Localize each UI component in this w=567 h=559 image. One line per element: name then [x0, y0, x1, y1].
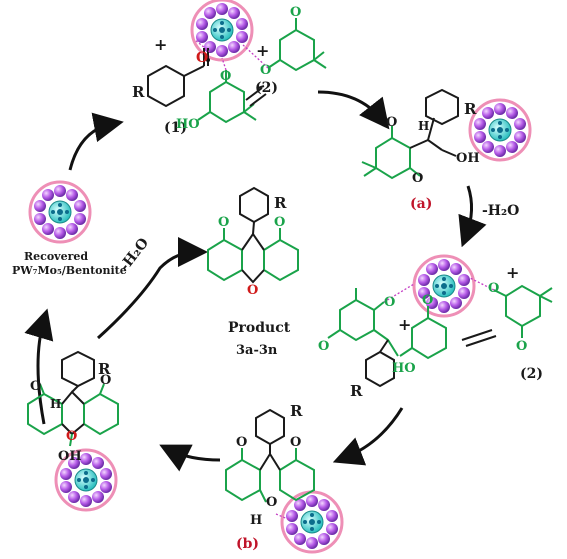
atom-o-c3: O — [66, 429, 77, 444]
catalyst-b — [280, 490, 344, 554]
plus-3: + — [398, 315, 411, 334]
reactant-1-structure — [147, 39, 211, 108]
label-recovered-catalyst: PW₇Mo₅/Bentonite — [12, 264, 127, 277]
atom-o-km3: O — [422, 293, 433, 308]
atom-h-a: H — [418, 119, 429, 133]
catalyst-recovered — [28, 180, 92, 244]
atom-o-p2: O — [274, 215, 285, 230]
cyclized-intermediate — [27, 350, 119, 447]
label-recovered: Recovered — [24, 250, 88, 263]
atom-o-c2: O — [100, 373, 111, 388]
atom-r-1: R — [132, 83, 145, 101]
atom-r-c: R — [98, 360, 111, 378]
label-intermediate-b: (b) — [236, 536, 259, 552]
label-minus-water-right: -H₂O — [482, 203, 519, 219]
intermediate-b-structure — [225, 408, 315, 521]
atom-ho-km: HO — [392, 361, 416, 376]
atom-o-a1: O — [386, 115, 397, 130]
equilibrium-arrow-top — [245, 85, 267, 107]
arrow-to-recovered — [24, 308, 54, 425]
atom-h-c: H — [50, 397, 61, 411]
plus-4: + — [506, 263, 519, 282]
label-product: Product — [228, 320, 291, 336]
atom-o-b1: O — [236, 435, 247, 450]
label-reactant-1: (1) — [164, 120, 187, 136]
atom-oh-a: OH — [456, 151, 480, 166]
arrow-to-reactant — [68, 112, 124, 171]
atom-o-c1: O — [30, 379, 41, 394]
atom-o-b3: O — [266, 495, 277, 510]
atom-ho-top: HO — [176, 117, 200, 132]
label-reactant-2-top: (2) — [255, 80, 278, 96]
product-structure — [207, 186, 299, 284]
dimedone-right — [469, 277, 553, 338]
atom-r-a: R — [464, 100, 477, 118]
arrow-to-product — [96, 237, 208, 340]
atom-o-enol-top: O — [220, 69, 231, 84]
atom-o-dim-top2: O — [260, 63, 271, 78]
atom-o-pyran: O — [247, 283, 258, 298]
atom-o-1: O — [196, 50, 208, 66]
atom-h-b: H — [250, 513, 262, 528]
atom-o-dim-r2: O — [516, 339, 527, 354]
atom-o-dim-r1: O — [488, 281, 499, 296]
arrow-to-a — [317, 90, 390, 130]
intermediate-a-structure — [361, 88, 459, 180]
arrow-to-cyclized — [159, 444, 221, 472]
dimedone-top — [241, 18, 327, 72]
atom-o-b2: O — [290, 435, 301, 450]
atom-o-km1: O — [384, 295, 395, 310]
atom-r-product: R — [274, 194, 287, 212]
dimedone-enol-top — [197, 57, 257, 124]
label-reactant-2-right: (2) — [520, 366, 543, 382]
atom-r-km: R — [350, 382, 363, 400]
atom-oh-c: OH — [58, 449, 82, 464]
atom-o-a2: O — [412, 171, 423, 186]
atom-o-p1: O — [218, 215, 229, 230]
atom-o-dim-top: O — [290, 5, 301, 20]
knoevenagel-intermediate — [327, 283, 447, 388]
equilibrium-arrow-right — [461, 329, 497, 347]
plus-1: + — [154, 35, 167, 54]
arrow-to-b — [332, 407, 404, 466]
atom-o-km2: O — [318, 339, 329, 354]
arrow-to-dehydration — [458, 185, 487, 248]
label-product-range: 3a-3n — [236, 343, 278, 358]
atom-r-b: R — [290, 402, 303, 420]
label-intermediate-a: (a) — [410, 196, 432, 212]
plus-2: + — [256, 41, 269, 60]
